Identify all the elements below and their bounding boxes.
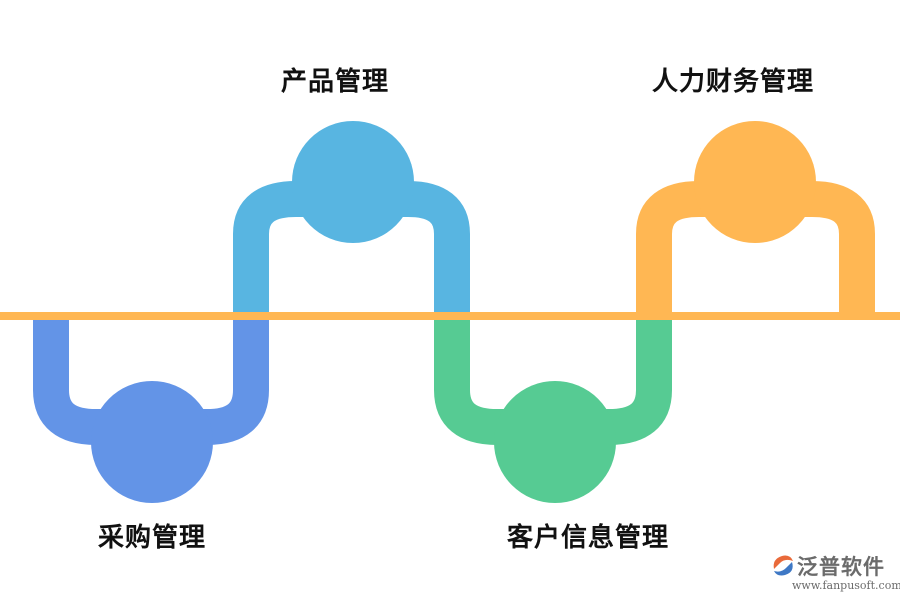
brand-name: 泛普软件 (797, 555, 885, 579)
stage-label-product: 产品管理 (280, 67, 390, 97)
stage-purchase (33, 316, 269, 503)
stage-hr (636, 121, 875, 316)
timeline-baseline (0, 312, 900, 320)
stage-customer (434, 316, 672, 503)
stage-label-customer: 客户信息管理 (506, 523, 670, 553)
stage-product (233, 121, 470, 316)
brand-logo: 泛普软件 www.fanpusoft.com (770, 550, 900, 595)
stage-label-hr: 人力财务管理 (651, 67, 815, 97)
stage-label-purchase: 采购管理 (97, 523, 207, 553)
stage-purchase-node (91, 381, 213, 503)
fanpu-logo-icon (773, 555, 793, 576)
stage-customer-node (494, 381, 616, 503)
stage-product-node (292, 121, 414, 243)
brand-url: www.fanpusoft.com (792, 579, 900, 592)
stage-hr-node (694, 121, 816, 243)
